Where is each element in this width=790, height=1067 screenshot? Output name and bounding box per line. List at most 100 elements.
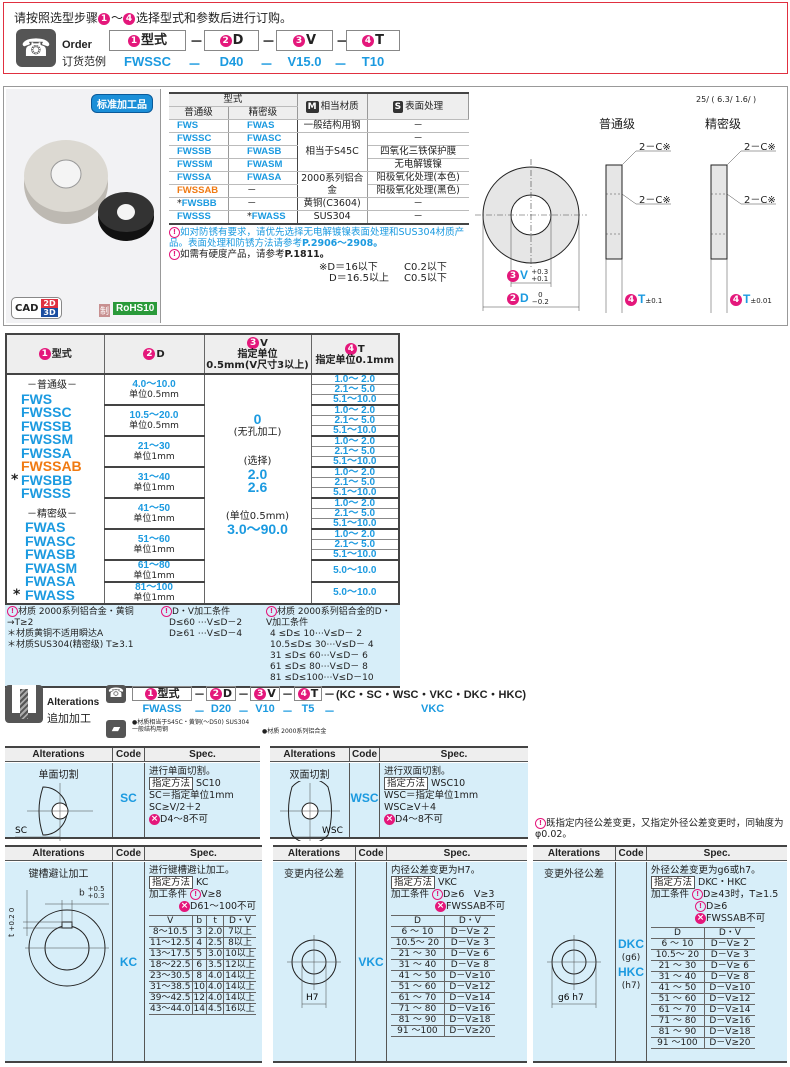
t-range[interactable]: 1.0～ 2.0: [311, 498, 399, 509]
t-range[interactable]: 1.0～ 2.0: [311, 436, 399, 447]
spec-row: 5.1～10.0: [6, 456, 399, 468]
t-range[interactable]: 2.1～ 5.0: [311, 415, 399, 426]
t-range[interactable]: 5.0～10.0: [311, 582, 399, 605]
model-code[interactable]: FWSBB: [181, 198, 217, 209]
v-range[interactable]: 3.0～90.0: [227, 521, 288, 537]
model-code[interactable]: FWASA: [247, 172, 282, 183]
d-range[interactable]: 61～80: [137, 560, 171, 571]
phone-icon: ☎: [106, 685, 126, 703]
rohs-badge: RoHS10: [113, 302, 158, 315]
model-code[interactable]: FWSBB: [21, 471, 73, 488]
precise-model: －: [228, 184, 298, 198]
model-code[interactable]: FWSSS: [177, 211, 211, 222]
model-code[interactable]: FWASA: [25, 573, 76, 589]
t-range[interactable]: 1.0～ 2.0: [311, 467, 399, 478]
model-code[interactable]: FWASS: [25, 586, 75, 603]
tip-icon: !: [161, 606, 172, 617]
method-value: KC: [196, 877, 209, 888]
model-code[interactable]: FWSSAB: [177, 185, 219, 196]
t-range[interactable]: 5.1～10.0: [311, 487, 399, 499]
field-label: T: [375, 33, 384, 48]
d-range[interactable]: 41～50: [137, 502, 171, 514]
alteration-code: DKC: [618, 937, 644, 951]
alterations-label-en: Alterations: [47, 697, 100, 708]
model-code[interactable]: FWSSM: [21, 431, 74, 447]
d-range[interactable]: 51～60: [137, 533, 171, 545]
aluminium-condition: 4 ≤D≤ 10⋯V≤D－ 2: [270, 629, 363, 639]
v-option[interactable]: 2.0: [247, 466, 268, 482]
t-range[interactable]: 1.0～ 2.0: [311, 374, 399, 385]
d-range[interactable]: 10.5～20.0: [129, 409, 179, 421]
material: SUS304: [296, 210, 368, 225]
t-range[interactable]: 5.1～10.0: [311, 549, 399, 561]
model-code[interactable]: FWSSA: [177, 172, 212, 183]
t-range[interactable]: 1.0～ 2.0: [311, 529, 399, 540]
model-code[interactable]: FWASB: [25, 546, 76, 562]
d-range[interactable]: 81～100: [135, 582, 173, 593]
model-code[interactable]: FWAS: [25, 519, 66, 535]
dim-label: t: [7, 933, 16, 937]
order-label-cn: 订货范例: [62, 55, 106, 68]
t-range[interactable]: 5.1～10.0: [311, 394, 399, 406]
hardness-note: !如需有硬度产品，请参考P.1811。: [169, 249, 469, 261]
model-code[interactable]: FWS: [177, 120, 199, 131]
field-label: D: [232, 33, 244, 48]
model-code[interactable]: FWASB: [247, 146, 282, 157]
model-code[interactable]: FWSSS: [21, 485, 71, 501]
v-option[interactable]: 2.6: [247, 479, 268, 495]
t-range[interactable]: 5.1～10.0: [311, 518, 399, 530]
model-code[interactable]: FWSSC: [177, 133, 212, 144]
model-code[interactable]: FWSSC: [21, 404, 72, 420]
v-note: (选择): [243, 456, 272, 467]
model-code[interactable]: FWAS: [247, 120, 275, 131]
tip-icon: !: [692, 889, 704, 900]
t-range[interactable]: 1.0～ 2.0: [311, 405, 399, 416]
step-number: 4: [344, 342, 357, 355]
sub-cell: D－V≥ 8: [703, 971, 755, 983]
page-reference-link[interactable]: P.1811。: [284, 249, 330, 260]
t-range[interactable]: 2.1～ 5.0: [311, 508, 399, 519]
d-range[interactable]: 31～40: [137, 471, 171, 483]
d-range[interactable]: 4.0～10.0: [132, 378, 176, 390]
not-allowed-icon: ×: [179, 901, 190, 912]
step-number: 1: [38, 348, 51, 360]
separator: －: [324, 688, 335, 701]
t-range[interactable]: 5.1～10.0: [311, 425, 399, 437]
d-range[interactable]: 21～30: [137, 440, 171, 452]
model-item: *FWSBB: [11, 471, 104, 488]
surface-treatment: 无电解镀镍: [367, 158, 469, 172]
model-code[interactable]: FWASM: [25, 559, 78, 576]
t-range[interactable]: 2.1～ 5.0: [311, 539, 399, 550]
t-range[interactable]: 2.1～ 5.0: [311, 477, 399, 488]
model-code[interactable]: FWASC: [25, 532, 76, 549]
sub-cell: 2.5: [205, 937, 224, 949]
model-code[interactable]: FWASM: [247, 159, 283, 170]
model-code[interactable]: FWSSAB: [21, 458, 82, 474]
step-number: 3: [254, 688, 267, 700]
model-code[interactable]: FWS: [21, 390, 53, 407]
t-range[interactable]: 2.1～ 5.0: [311, 446, 399, 457]
normal-model: FWSSC: [169, 132, 229, 146]
model-code[interactable]: FWSSA: [21, 444, 72, 461]
precise-model: *FWASS: [228, 210, 298, 225]
t-range[interactable]: 5.0～10.0: [311, 560, 399, 583]
model-code[interactable]: FWSSB: [21, 417, 72, 434]
t-range[interactable]: 5.1～10.0: [311, 456, 399, 468]
t-range[interactable]: 2.1～ 5.0: [311, 384, 399, 395]
model-code[interactable]: FWSSB: [177, 146, 212, 157]
model-code[interactable]: FWASC: [247, 133, 282, 144]
model-code[interactable]: FWASS: [251, 211, 286, 222]
page-reference-link[interactable]: P.2906～2908。: [302, 238, 383, 249]
model-code[interactable]: FWSSM: [177, 159, 213, 170]
step-number: 3: [247, 337, 260, 349]
rust-note: !如对防锈有要求，请优先选择无电解镀镍表面处理和SUS304材质产品。表面处理和…: [169, 227, 469, 249]
sub-header-cell: V: [149, 915, 192, 927]
v-zero[interactable]: 0: [253, 411, 262, 427]
